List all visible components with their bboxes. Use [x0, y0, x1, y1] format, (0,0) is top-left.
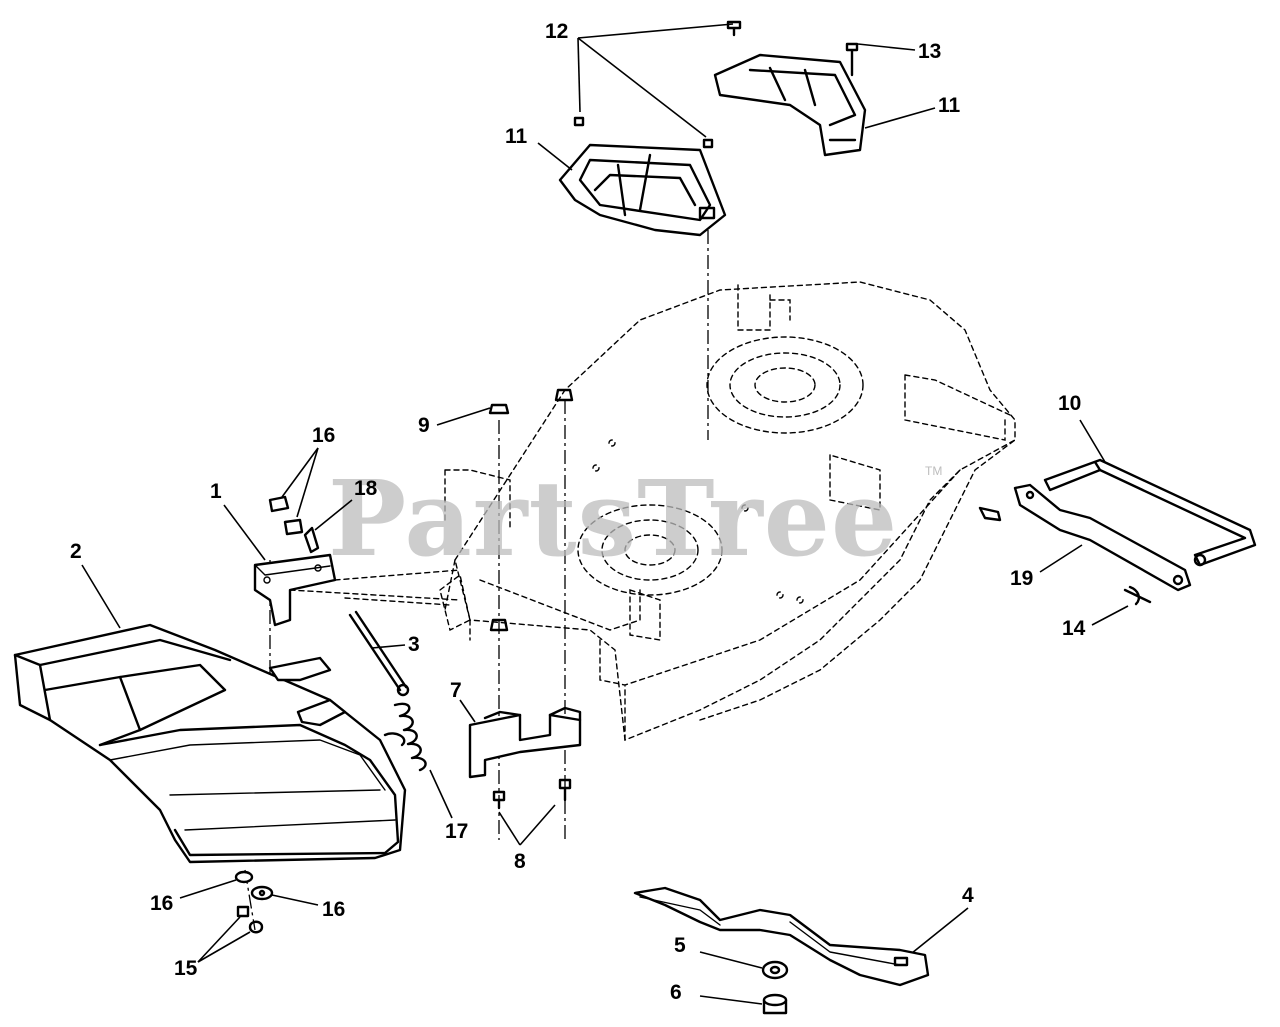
callout-18: 18: [354, 477, 378, 500]
callout-12: 12: [545, 20, 568, 43]
callout-6: 6: [670, 981, 682, 1004]
callout-4: 4: [962, 884, 974, 907]
bar-10: [1043, 458, 1257, 567]
pin-13: [1123, 585, 1152, 606]
callout-2: 2: [70, 540, 82, 563]
callout-labels: 12 13 11 11 9 10 19 14 16 18 1 2 3 7 17 …: [70, 20, 1086, 1004]
bracket-1: [253, 553, 461, 627]
callout-1: 1: [210, 480, 222, 503]
callout-5: 5: [674, 934, 686, 957]
rod-3: [348, 610, 410, 697]
callout-3: 3: [408, 633, 420, 656]
callout-7: 7: [450, 679, 462, 702]
callout-15: 16: [312, 424, 335, 447]
mower-deck: [439, 281, 1016, 741]
screws-12: [573, 20, 859, 149]
hardware-16-14: [234, 870, 274, 934]
leader-lines: [81, 23, 1129, 1005]
bracket-11-left: [558, 143, 727, 237]
watermark-text: PartsTree: [328, 457, 898, 580]
bracket-7: [468, 706, 582, 779]
bushing-6: [762, 993, 788, 1015]
callout-8: 8: [514, 850, 526, 873]
callout-17: 17: [445, 820, 468, 843]
callout-10: 10: [1058, 392, 1081, 415]
watermark-tm: TM: [925, 464, 942, 478]
spring-17: [383, 702, 427, 772]
callout-12: 13: [918, 40, 941, 63]
callout-13: 14: [1062, 617, 1086, 640]
clip-deck: [978, 506, 1002, 522]
hardware-15-18: [268, 495, 320, 554]
watermark: PartsTree TM: [328, 457, 942, 580]
nuts-9: [488, 388, 574, 632]
callout-16: 16: [322, 898, 345, 921]
callout-11: 11: [938, 94, 961, 117]
blade-4: [633, 886, 930, 987]
callout-16: 16: [150, 892, 173, 915]
callout-19: 19: [1010, 567, 1033, 590]
callout-11: 11: [505, 125, 528, 148]
washer-5: [761, 960, 789, 980]
chute-2: [13, 623, 407, 864]
bracket-11-right: [713, 53, 867, 157]
bolts-8: [492, 778, 572, 810]
plate-19: [1013, 483, 1192, 592]
callout-14: 15: [174, 957, 198, 980]
callout-9: 9: [418, 414, 430, 437]
